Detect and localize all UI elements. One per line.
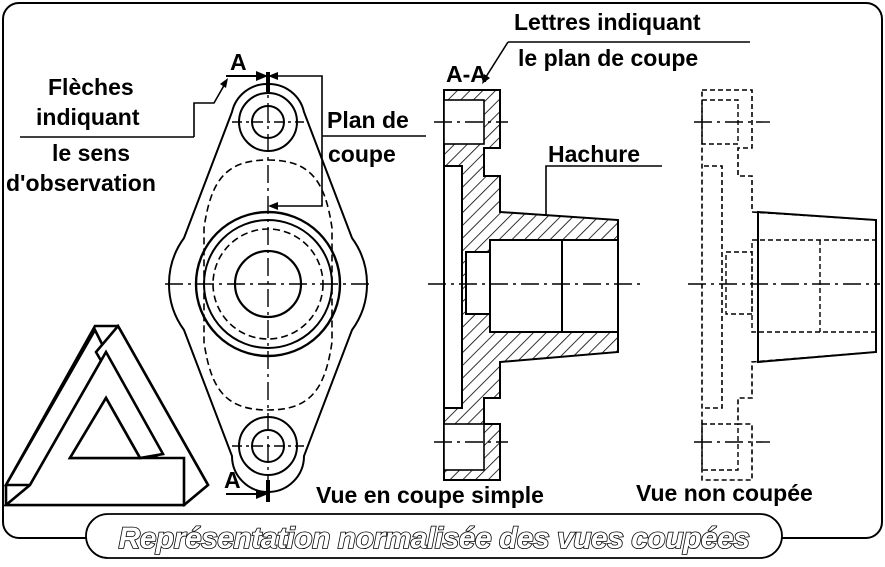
penrose-triangle-icon [2,323,210,507]
title-banner: Représentation normalisée des vues coupé… [85,513,783,559]
cutting-plane-marks [226,71,270,502]
section-title: A-A [446,61,487,87]
section-axes [428,121,640,443]
label-view-uncut: Vue non coupée [636,480,813,506]
label-letters-1: Lettres indiquant [514,9,701,35]
label-plane-1: Plan de [327,107,409,133]
leader-lines [20,41,750,220]
label-arrows-4: d'observation [6,170,156,196]
label-view-section: Vue en coupe simple [316,482,544,508]
label-hatch: Hachure [548,141,640,167]
section-marker-top: A [230,49,247,75]
front-view [165,72,372,500]
label-arrows-2: indiquant [36,104,140,130]
label-plane-2: coupe [328,141,396,167]
labels: Flèches indiquant le sens d'observation … [6,9,813,508]
section-view [443,89,619,481]
label-arrows-3: le sens [52,140,130,166]
section-marker-bottom: A [224,467,241,493]
uncut-axes [688,121,880,443]
uncut-view [701,89,877,481]
label-letters-2: le plan de coupe [518,45,698,71]
label-arrows-1: Flèches [48,74,134,100]
leader-arrowheads [220,72,490,210]
banner-title: Représentation normalisée des vues coupé… [119,522,750,555]
